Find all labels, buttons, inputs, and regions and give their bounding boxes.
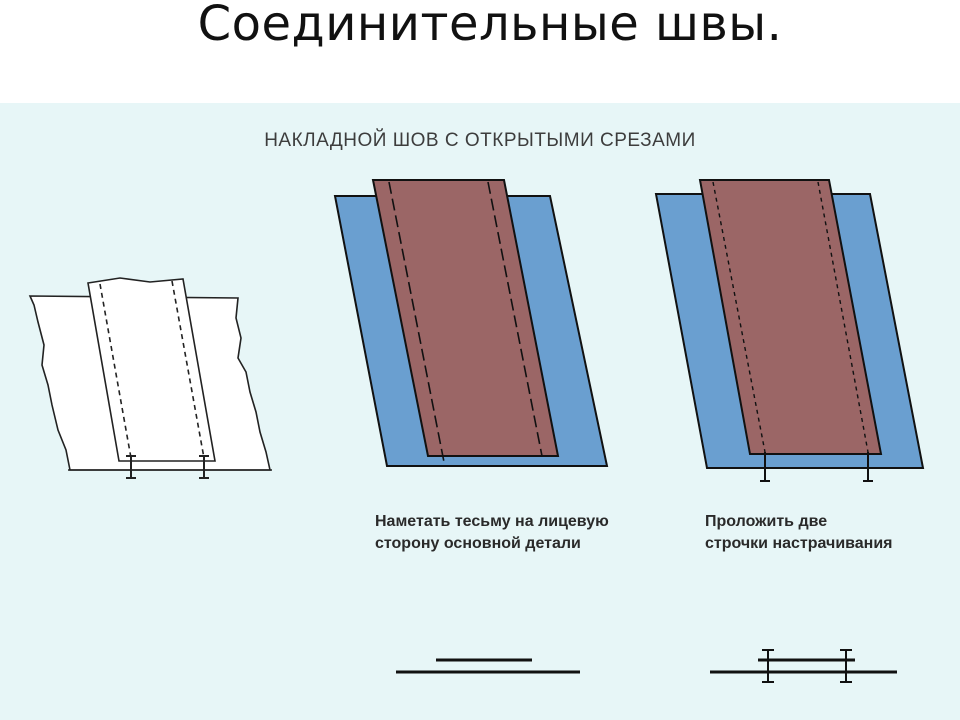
caption-topstitch: Проложить две строчки настрачивания — [705, 513, 893, 552]
sketch-stitch-right — [171, 280, 205, 459]
diagram-title: НАКЛАДНОЙ ШОВ С ОТКРЫТЫМИ СРЕЗАМИ — [264, 130, 696, 151]
topstitch-markers — [760, 452, 873, 482]
topstitch-left — [712, 181, 766, 453]
section-baste — [396, 658, 580, 674]
basting-stitch-right — [487, 181, 543, 457]
topstitch-right — [817, 181, 869, 453]
sketch-tape — [87, 277, 216, 462]
sketch-overlap-seam — [28, 277, 272, 479]
tape-fabric-right — [698, 179, 883, 455]
slide-title: Соединительные швы. — [197, 0, 783, 52]
basting-stitch-left — [388, 181, 445, 463]
caption-baste: Наметать тесьму на лицевую сторону основ… — [375, 513, 609, 552]
step-topstitch-illustration — [654, 179, 925, 482]
section-topstitch — [710, 649, 897, 683]
sketch-stitch-left — [99, 283, 132, 459]
sketch-stitch-markers — [126, 455, 209, 479]
step-baste-illustration — [333, 179, 609, 467]
tape-fabric-middle — [371, 179, 560, 457]
